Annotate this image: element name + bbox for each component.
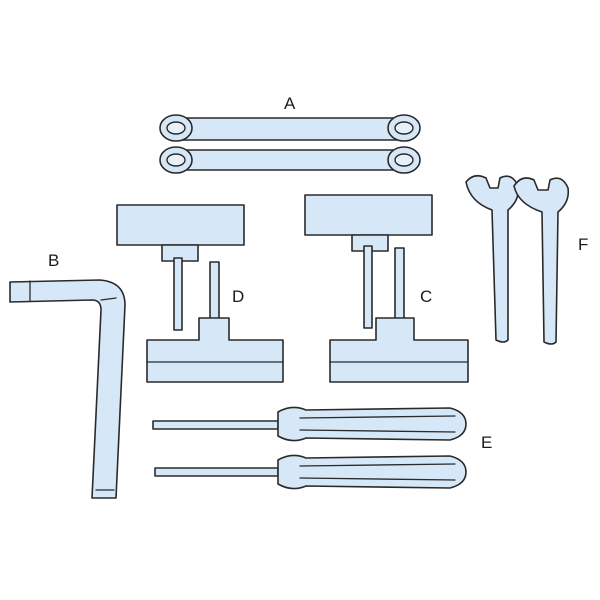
label-b: B [48,251,60,270]
open-end-wrench-left [465,174,520,343]
hex-key-b [9,279,126,499]
t-handle-tool-d [116,204,284,383]
label-e: E [481,433,493,452]
label-a: A [284,94,296,113]
t-handle-tool-c [304,194,469,383]
label-d: D [232,287,245,306]
box-wrench-top [159,114,421,142]
label-f: F [578,235,589,254]
open-end-wrench-right [513,177,570,345]
label-c: C [420,287,433,306]
box-wrench-bottom [159,146,421,174]
screwdriver-top [152,406,467,442]
screwdriver-bottom [154,454,467,490]
